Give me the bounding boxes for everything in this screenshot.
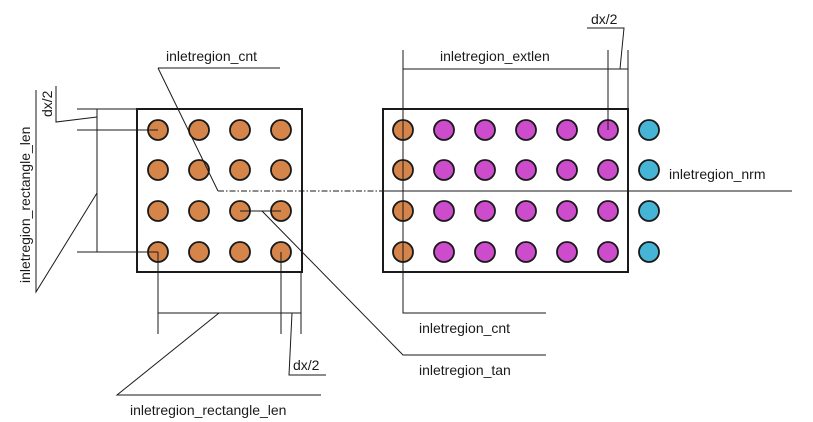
particle-inlet-cnt xyxy=(147,200,169,222)
dx2-left-leader xyxy=(55,86,98,123)
particle-inlet-ext xyxy=(474,200,496,222)
particle-inlet-ext xyxy=(515,159,537,181)
particle-inlet-ext xyxy=(474,159,496,181)
dx2-top-right-label: dx/2 xyxy=(591,11,618,27)
particle-inlet-ext xyxy=(556,159,578,181)
particle-inlet-cnt xyxy=(188,159,210,181)
particle-inlet-ext xyxy=(515,200,537,222)
particle-inlet-nrm xyxy=(638,159,660,181)
particle-inlet-cnt xyxy=(270,159,292,181)
particle-inlet-cnt xyxy=(229,159,251,181)
particle-inlet-cnt xyxy=(188,241,210,263)
particle-inlet-nrm xyxy=(638,200,660,222)
particle-inlet-ext xyxy=(556,119,578,141)
particle-inlet-cnt xyxy=(229,119,251,141)
particle-inlet-cnt xyxy=(147,159,169,181)
dx2-bottom-label: dx/2 xyxy=(293,357,320,373)
particle-inlet-ext xyxy=(433,119,455,141)
particle-inlet-nrm xyxy=(638,241,660,263)
extlen-label: inletregion_extlen xyxy=(440,48,550,64)
particle-inlet-ext xyxy=(597,159,619,181)
particle-inlet-nrm xyxy=(638,119,660,141)
tan-leader xyxy=(261,210,546,356)
particle-inlet-cnt xyxy=(270,119,292,141)
particle-inlet-ext xyxy=(515,119,537,141)
particle-inlet-ext xyxy=(474,119,496,141)
particle-inlet-ext xyxy=(556,241,578,263)
cnt-bottom-label: inletregion_cnt xyxy=(419,320,510,336)
rect-len-horizontal-leader xyxy=(115,312,321,396)
particle-inlet-ext xyxy=(556,200,578,222)
dx2-left-label: dx/2 xyxy=(39,90,55,117)
tan-label: inletregion_tan xyxy=(419,362,511,378)
particle-inlet-ext xyxy=(597,241,619,263)
particle-inlet-ext xyxy=(474,241,496,263)
nrm-label: inletregion_nrm xyxy=(669,166,766,182)
cnt-bottom-leader xyxy=(402,50,546,314)
particle-inlet-ext xyxy=(433,241,455,263)
particle-inlet-ext xyxy=(515,241,537,263)
rect-len-vertical-label: inletregion_rectangle_len xyxy=(17,127,33,283)
particle-inlet-ext xyxy=(597,200,619,222)
particle-inlet-cnt xyxy=(229,241,251,263)
particle-inlet-cnt xyxy=(188,200,210,222)
particle-inlet-ext xyxy=(433,200,455,222)
rect-len-vertical-leader xyxy=(35,90,98,294)
particle-inlet-cnt xyxy=(188,119,210,141)
dx2-bottom-leader xyxy=(288,312,326,376)
rect-len-horizontal-label: inletregion_rectangle_len xyxy=(130,402,286,418)
particle-inlet-ext xyxy=(433,159,455,181)
cnt-top-label: inletregion_cnt xyxy=(166,48,257,64)
dx2-top-right-leader xyxy=(587,27,625,70)
cnt-top-leader xyxy=(157,67,219,192)
